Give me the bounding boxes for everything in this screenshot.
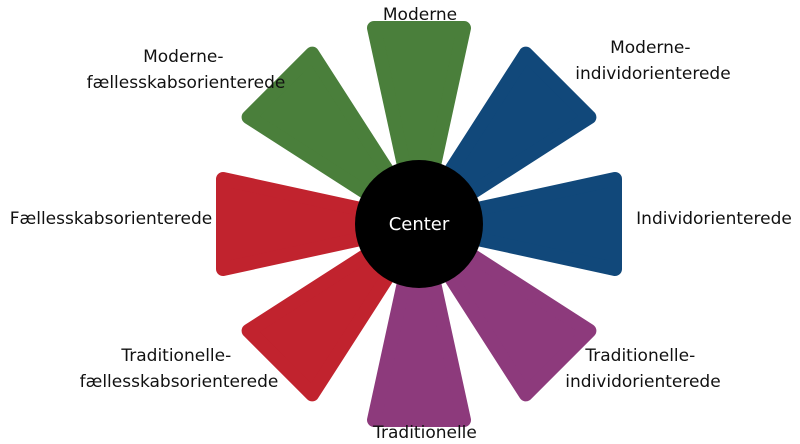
label-group: Moderne Moderne- individorienterede Indi… [10,5,792,443]
label-traditionelle-faellesskabsorienterede: Traditionelle- fællesskabsorienterede [80,346,279,392]
label-traditionelle: Traditionelle [372,423,477,443]
label-faellesskabsorienterede: Fællesskabsorienterede [10,209,213,229]
label-moderne-faellesskabsorienterede: Moderne- fællesskabsorienterede [87,47,286,93]
label-moderne: Moderne [383,5,457,25]
label-moderne-individorienterede: Moderne- individorienterede [575,38,730,84]
label-traditionelle-individorienterede: Traditionelle- individorienterede [565,346,720,392]
center-label: Center [389,214,450,235]
label-individorienterede: Individorienterede [636,209,792,229]
center-circle [355,160,483,288]
